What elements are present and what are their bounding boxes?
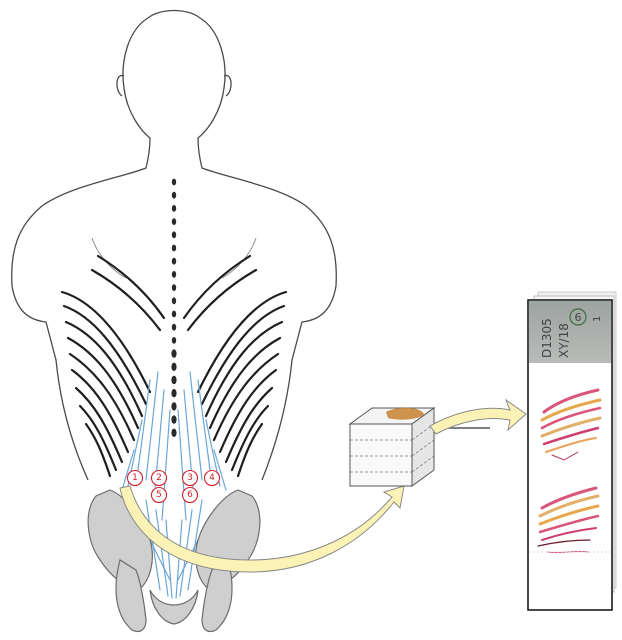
sampling-site-6-label: 6: [187, 490, 193, 500]
slide-circled-number: 6: [575, 311, 582, 324]
vertebra-mark: [171, 402, 176, 410]
sampling-site-2-label: 2: [156, 473, 162, 483]
sampling-site-3: 3: [183, 471, 198, 486]
spinous-processes: [171, 179, 176, 437]
sampling-site-2: 2: [152, 471, 167, 486]
vertebra-mark: [172, 297, 176, 304]
sampling-site-6: 6: [183, 488, 198, 503]
vertebra-mark: [172, 245, 176, 252]
microscope-slide: D1305 XY/18 6 1: [528, 292, 616, 610]
sampling-site-1-label: 1: [132, 473, 138, 483]
vertebra-mark: [172, 337, 176, 344]
slide-label-line2: XY/18: [557, 323, 571, 358]
vertebra-mark: [172, 271, 176, 278]
vertebra-mark: [171, 389, 176, 397]
vertebra-mark: [171, 429, 176, 437]
sampling-site-1: 1: [128, 471, 143, 486]
sampling-site-5-label: 5: [156, 490, 162, 500]
vertebra-mark: [172, 284, 176, 291]
sampling-site-4-label: 4: [209, 473, 215, 483]
vertebra-mark: [171, 415, 176, 423]
vertebra-mark: [172, 205, 176, 212]
sampling-site-5: 5: [152, 488, 167, 503]
tissue-block: [350, 408, 434, 486]
sampling-sites: 1 2 3 4 5 6: [128, 471, 220, 503]
slide-label-line1: D1305: [540, 318, 554, 358]
vertebra-mark: [171, 363, 176, 371]
vertebra-mark: [172, 179, 176, 186]
vertebra-mark: [172, 324, 176, 331]
vertebra-mark: [172, 311, 176, 318]
vertebra-mark: [172, 218, 176, 225]
sampling-site-4: 4: [205, 471, 220, 486]
vertebra-mark: [172, 258, 176, 265]
vertebra-mark: [172, 192, 176, 199]
vertebra-mark: [171, 376, 176, 384]
sampling-site-3-label: 3: [187, 473, 193, 483]
vertebra-mark: [171, 349, 176, 357]
arrow-to-slide: [430, 400, 526, 434]
slide-corner-mark: 1: [592, 316, 603, 322]
vertebra-mark: [172, 231, 176, 238]
